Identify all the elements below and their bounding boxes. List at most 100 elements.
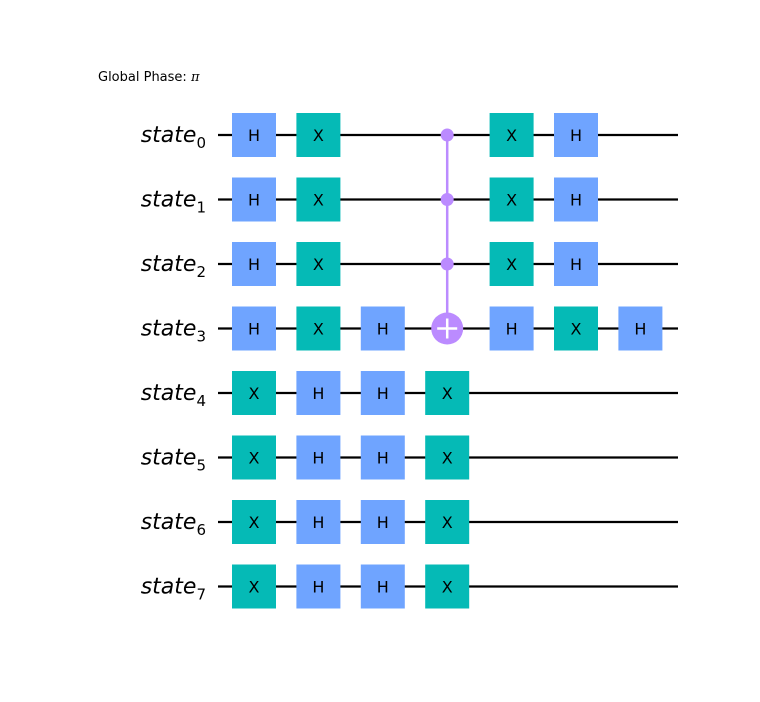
x-gate: X (296, 177, 341, 222)
qubit-label-index: 6 (196, 521, 206, 539)
qubit-label: state1 (141, 188, 206, 217)
gate-box (554, 242, 598, 286)
gate-box (360, 500, 405, 544)
gate-label: X (313, 320, 324, 339)
mcx-control-dot (440, 193, 454, 206)
qubit-label-index: 5 (196, 457, 206, 475)
gate-label: H (312, 384, 324, 403)
qubit-label-name: state (141, 575, 197, 600)
gate-box (425, 435, 470, 480)
qubit-label-index: 0 (196, 134, 206, 152)
global-phase-text: Global Phase: (98, 70, 191, 85)
qubit-label: state2 (141, 252, 206, 281)
x-gate: X (232, 564, 276, 609)
gate-box (232, 113, 276, 157)
gate-label: X (249, 384, 260, 403)
gate-label: H (312, 449, 324, 468)
gate-label: X (313, 191, 324, 210)
gate-label: H (634, 320, 646, 339)
gate-box (232, 371, 276, 415)
h-gate: H (360, 564, 405, 609)
gate-label: X (249, 449, 260, 468)
qubit-label-index: 1 (196, 199, 206, 217)
qubit-label-name: state (141, 123, 197, 148)
gate-box (296, 306, 341, 351)
gate-box (296, 371, 341, 415)
qubit-label-name: state (141, 188, 197, 213)
h-gate: H (232, 113, 276, 157)
gate-label: X (313, 255, 324, 274)
gate-box (489, 306, 534, 351)
x-gate: X (232, 500, 276, 544)
gate-label: H (377, 513, 389, 532)
gate-box (296, 435, 341, 480)
qubit-label: state6 (141, 510, 206, 539)
gate-label: X (249, 513, 260, 532)
gate-box (232, 177, 276, 222)
h-gate: H (360, 435, 405, 480)
x-gate: X (232, 371, 276, 415)
h-gate: H (296, 371, 341, 415)
x-gate: X (554, 306, 598, 351)
gate-label: H (377, 384, 389, 403)
qubit-label: state7 (141, 575, 206, 604)
gate-label: H (570, 191, 582, 210)
gate-box (554, 177, 598, 222)
gate-box (232, 306, 276, 351)
h-gate: H (296, 435, 341, 480)
gate-label: H (248, 191, 260, 210)
gate-box (232, 242, 276, 286)
gate-box (296, 242, 341, 286)
qubit-label: state5 (141, 446, 206, 475)
h-gate: H (618, 306, 663, 351)
gate-label: H (377, 449, 389, 468)
gate-box (425, 371, 470, 415)
gate-label: H (506, 320, 518, 339)
gate-label: H (248, 126, 260, 145)
gate-box (296, 500, 341, 544)
h-gate: H (232, 242, 276, 286)
gate-label: X (442, 513, 453, 532)
gate-label: X (442, 384, 453, 403)
gate-label: X (313, 126, 324, 145)
gate-label: X (249, 578, 260, 597)
gate-label: H (248, 320, 260, 339)
x-gate: X (296, 242, 341, 286)
qubit-label-name: state (141, 252, 197, 277)
qubit-label-index: 4 (196, 392, 206, 410)
x-gate: X (425, 500, 470, 544)
x-gate: X (489, 242, 534, 286)
mcx-control-dot (440, 257, 454, 271)
h-gate: H (232, 177, 276, 222)
gate-box (296, 177, 341, 222)
qubit-label-name: state (141, 446, 197, 471)
qubit-label: state0 (141, 123, 206, 152)
qubit-label-name: state (141, 510, 197, 535)
gate-label: H (248, 255, 260, 274)
gate-box (232, 435, 276, 480)
gate-label: H (570, 126, 582, 145)
gate-box (360, 306, 405, 351)
gate-box (232, 500, 276, 544)
global-phase-label: Global Phase: π (98, 70, 199, 85)
gate-box (360, 371, 405, 415)
gate-label: H (312, 513, 324, 532)
h-gate: H (554, 177, 598, 222)
x-gate: X (489, 113, 534, 157)
x-gate: X (296, 113, 341, 157)
qubit-label-index: 7 (196, 586, 206, 604)
qubit-label-index: 3 (196, 328, 206, 346)
h-gate: H (360, 500, 405, 544)
x-gate: X (425, 564, 470, 609)
qubit-label-name: state (141, 381, 197, 406)
gate-box (425, 500, 470, 544)
h-gate: H (360, 306, 405, 351)
h-gate: H (489, 306, 534, 351)
h-gate: H (296, 564, 341, 609)
qubit-label-name: state (141, 317, 197, 342)
gate-box (360, 435, 405, 480)
h-gate: H (360, 371, 405, 415)
gate-label: H (377, 320, 389, 339)
qubit-label: state3 (141, 317, 206, 346)
